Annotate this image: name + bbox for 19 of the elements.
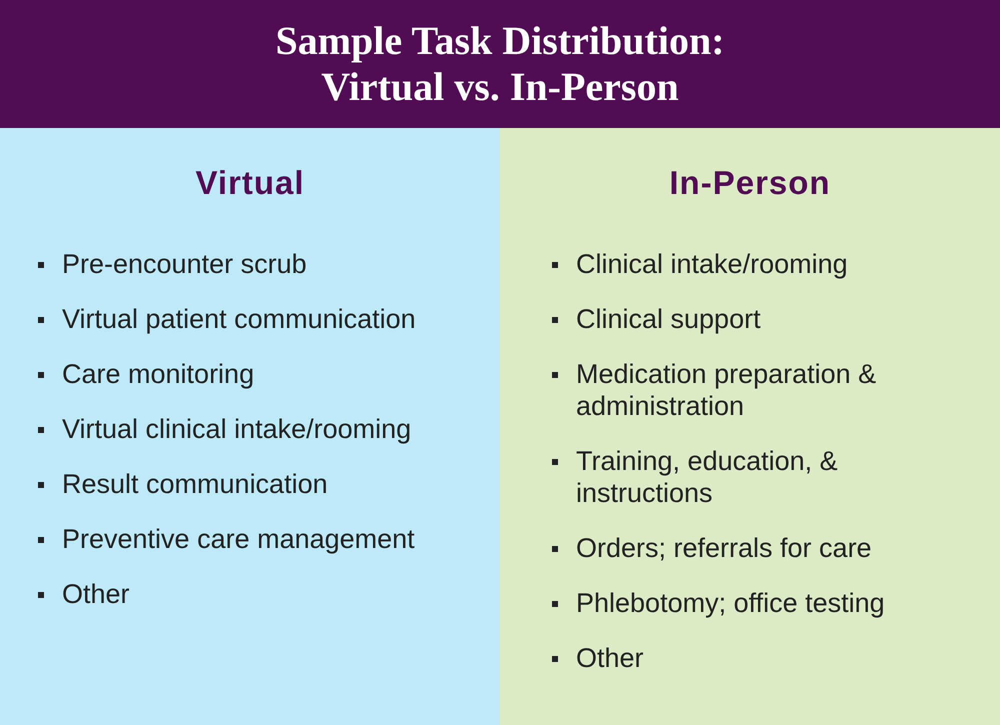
title: Sample Task Distribution: Virtual vs. In-Person — [274, 18, 726, 110]
bullet-item: Other — [36, 578, 130, 610]
bullet-item: Virtual patient communication — [36, 303, 416, 335]
column-panel — [0, 128, 500, 725]
bullet-item: Preventive care management — [36, 523, 415, 555]
column-panel — [500, 128, 1000, 725]
bullet-item: Virtual clinical intake/rooming — [36, 413, 412, 445]
bullet-item: Phlebotomy; office testing — [550, 587, 885, 619]
bullet-item: Clinical intake/rooming — [550, 248, 848, 280]
bullet-item: Other — [550, 642, 644, 674]
bullet-item: Clinical support — [550, 303, 761, 335]
bullet-item: Medication preparation & administration — [550, 358, 946, 422]
column-heading: Virtual — [195, 164, 305, 202]
bullet-item: Care monitoring — [36, 358, 254, 390]
column-heading: In-Person — [669, 164, 831, 202]
bullet-item: Training, education, & instructions — [550, 445, 946, 509]
bullet-item: Orders; referrals for care — [550, 532, 872, 564]
bullet-item: Result communication — [36, 468, 328, 500]
bullet-item: Pre-encounter scrub — [36, 248, 307, 280]
